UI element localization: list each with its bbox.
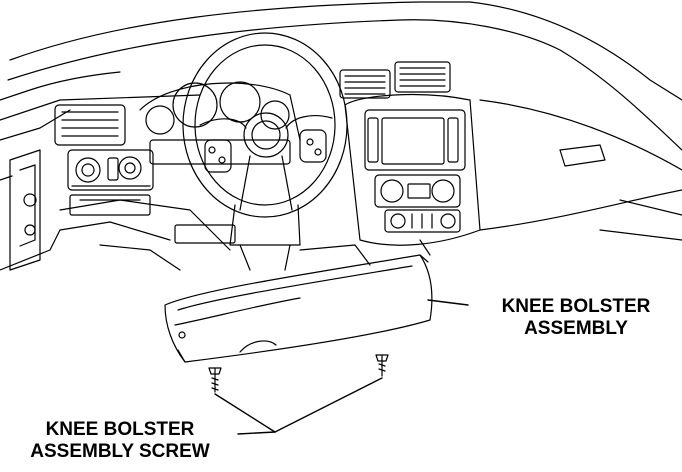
center-vents — [339, 61, 451, 99]
dash-right-panel — [479, 99, 682, 241]
switch-cluster — [67, 149, 154, 216]
knee-bolster-assembly-callout: KNEE BOLSTER ASSEMBLY — [476, 296, 676, 340]
knee-bolster-screw-callout: KNEE BOLSTER ASSEMBLY SCREW — [0, 419, 240, 463]
gauge-cluster — [139, 81, 301, 165]
callout-line: KNEE BOLSTER — [501, 296, 651, 317]
knee-bolster-panel — [164, 254, 433, 363]
dash-top-outline — [0, 1, 682, 151]
screw-left — [208, 367, 222, 393]
screw-right — [375, 354, 389, 377]
center-stack — [344, 93, 481, 246]
callout-line: KNEE BOLSTER — [45, 419, 195, 440]
dash-left-panel — [0, 94, 201, 271]
lower-dash-structure — [59, 199, 431, 271]
callout-line: ASSEMBLY — [524, 318, 628, 339]
leader-lines — [214, 299, 469, 435]
steering-wheel — [182, 32, 348, 218]
callout-line: ASSEMBLY SCREW — [30, 441, 210, 462]
